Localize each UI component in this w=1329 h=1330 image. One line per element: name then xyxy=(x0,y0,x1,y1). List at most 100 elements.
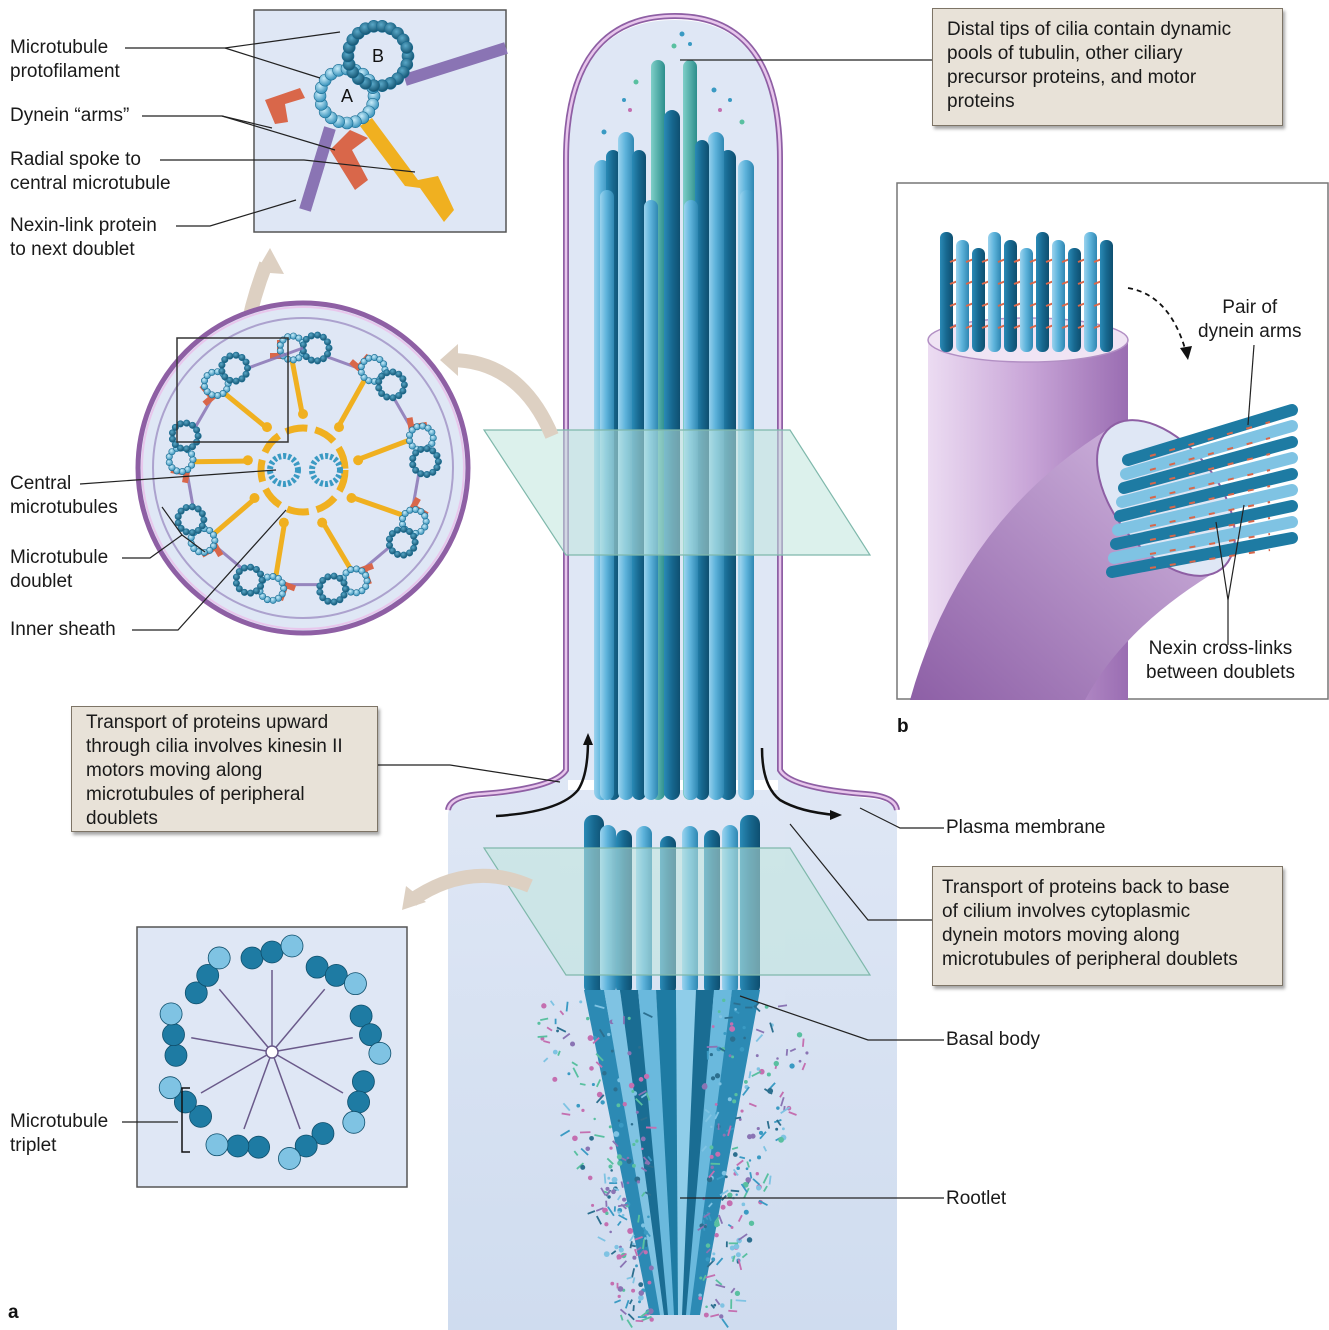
speck xyxy=(742,1203,746,1207)
speck xyxy=(767,1088,773,1094)
speck xyxy=(641,1148,643,1150)
speck xyxy=(611,1050,614,1053)
distal-tips-line2: pools of tubulin, other ciliary xyxy=(947,42,1268,66)
protofilament-bead xyxy=(414,424,420,430)
speck xyxy=(756,1054,759,1057)
speck xyxy=(607,1033,610,1036)
speck xyxy=(607,1177,610,1180)
transport-up-line3: motors moving along xyxy=(86,759,363,783)
speck xyxy=(588,1035,594,1041)
speck xyxy=(591,1204,594,1207)
protofilament-bead xyxy=(277,348,283,354)
protofilament-bead xyxy=(183,504,189,510)
protofilament-bead xyxy=(394,527,400,533)
protofilament-bead xyxy=(424,471,430,477)
speck xyxy=(698,1296,702,1300)
speck xyxy=(619,1123,624,1128)
speck xyxy=(604,1222,608,1226)
protofilament-bead xyxy=(199,511,205,517)
protofilament-bead xyxy=(435,458,441,464)
upper-tube xyxy=(956,240,969,352)
spoke-head xyxy=(334,422,344,432)
protofilament-bead xyxy=(324,339,330,345)
protofilament-bead xyxy=(189,529,195,535)
callout-distal-tips: Distal tips of cilia contain dynamic poo… xyxy=(932,8,1283,126)
label-microtubule-doublet: Microtubule doublet xyxy=(10,546,108,594)
protofilament-bead xyxy=(331,573,337,579)
protofilament-bead xyxy=(209,369,215,375)
speck xyxy=(592,1083,595,1086)
protofilament-bead xyxy=(175,520,181,526)
triplet-tubule xyxy=(344,973,366,995)
protofilament-bead xyxy=(424,446,430,452)
triplet-tubule xyxy=(241,947,263,969)
speck xyxy=(627,1182,630,1185)
speck xyxy=(711,1257,715,1261)
speck xyxy=(593,1118,595,1120)
speck xyxy=(585,1146,590,1151)
speck xyxy=(579,1000,582,1003)
speck xyxy=(617,1283,619,1289)
speck xyxy=(572,1135,578,1141)
speck xyxy=(609,1182,617,1184)
pointer-arrow-top-head xyxy=(256,248,284,274)
transport-back-line3: dynein motors moving along xyxy=(942,924,1268,948)
speck xyxy=(541,1003,546,1008)
protofilament-bead xyxy=(227,353,233,359)
triplet-tubule xyxy=(248,1136,270,1158)
protofilament-bead xyxy=(325,574,331,580)
speck xyxy=(612,1177,618,1183)
protofilament-bead xyxy=(233,580,239,586)
protofilament-bead xyxy=(331,599,337,605)
panel-letter-b: b xyxy=(897,716,909,738)
speck xyxy=(722,1171,727,1176)
speck xyxy=(725,1175,728,1178)
speck xyxy=(602,1071,606,1075)
speck xyxy=(723,1032,726,1035)
speck xyxy=(756,1185,761,1190)
speck xyxy=(747,1237,752,1242)
label-nexin-crosslinks-line2: between doublets xyxy=(1146,661,1295,685)
speck xyxy=(715,1103,718,1106)
panel-letter-a: a xyxy=(8,1302,19,1324)
protofilament-bead xyxy=(341,580,347,586)
speck xyxy=(618,1286,624,1292)
transport-up-line5: doublets xyxy=(86,807,363,831)
protofilament-bead xyxy=(183,420,189,426)
speck xyxy=(789,1063,794,1068)
speck xyxy=(589,1136,594,1141)
speck xyxy=(622,1198,626,1202)
speck xyxy=(743,1037,746,1040)
protofilament-bead xyxy=(317,589,323,595)
speck xyxy=(776,1057,779,1060)
speck xyxy=(632,1256,636,1260)
tubule-b-letter: B xyxy=(372,46,384,66)
speck xyxy=(608,1164,612,1168)
speck xyxy=(736,1166,740,1170)
speck xyxy=(744,1210,749,1215)
speck xyxy=(623,1016,625,1024)
label-basal-body: Basal body xyxy=(946,1028,1040,1052)
speck xyxy=(749,1159,751,1161)
speck xyxy=(729,1242,738,1244)
speck xyxy=(644,1250,648,1254)
protofilament-bead xyxy=(326,345,332,351)
protofilament-bead xyxy=(233,378,239,384)
speck xyxy=(619,1247,624,1252)
transport-up-line4: microtubules of peripheral xyxy=(86,783,363,807)
speck xyxy=(555,1019,557,1025)
protofilament-bead xyxy=(320,355,326,361)
speck xyxy=(618,1211,621,1214)
speck xyxy=(756,1172,759,1175)
label-nexin-link-line1: Nexin-link protein xyxy=(10,214,157,238)
speck xyxy=(609,1125,612,1128)
protofilament-bead xyxy=(247,564,253,570)
protofilament-bead xyxy=(401,552,407,558)
speck xyxy=(729,1026,735,1032)
speck xyxy=(613,1087,617,1091)
upper-tube xyxy=(988,232,1001,352)
protofilament-bead xyxy=(358,369,364,375)
triplet-tubule xyxy=(325,964,347,986)
speck xyxy=(707,1051,709,1060)
upper-tube xyxy=(1020,248,1033,352)
